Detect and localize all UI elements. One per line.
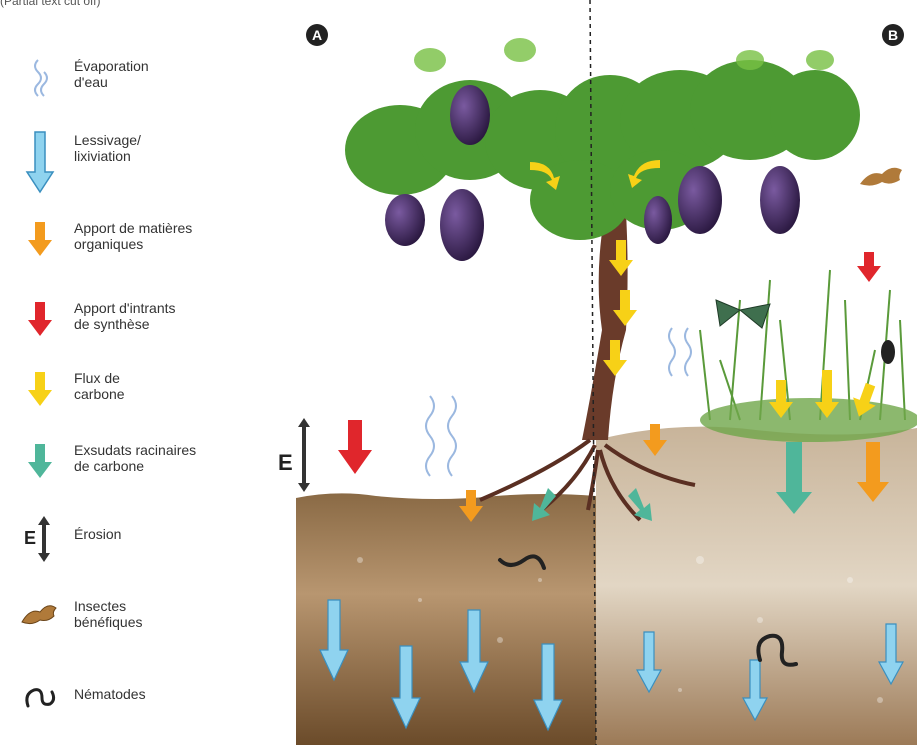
corner-caption: (Partial text cut off) [0,0,100,8]
svg-text:E: E [278,450,293,475]
erosion-marker: E [278,418,310,492]
panel-label-b: B [882,24,904,46]
beneficial-insects [716,168,902,364]
grass-cover [700,270,905,420]
panel-label-a: A [306,24,328,46]
